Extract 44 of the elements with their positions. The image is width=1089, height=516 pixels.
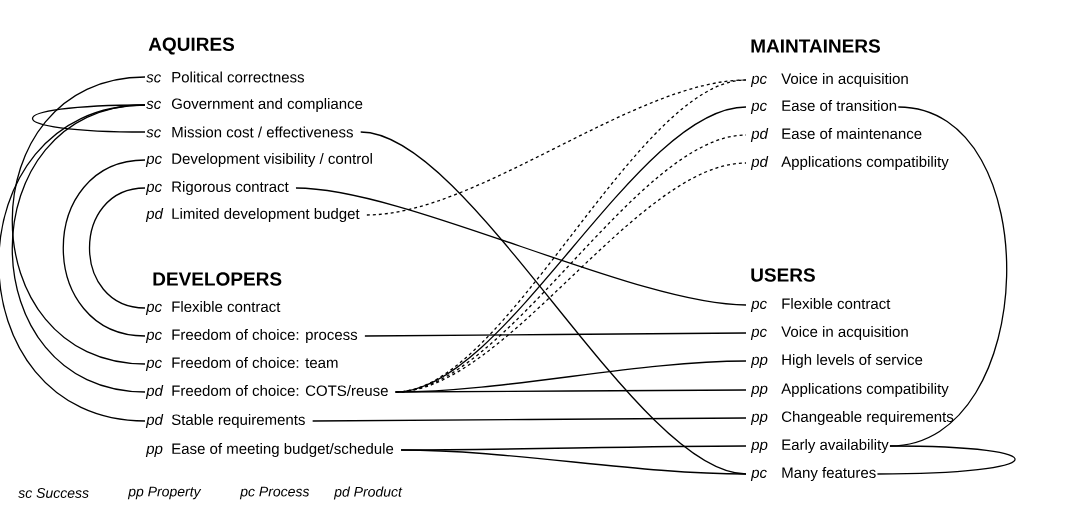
list-item: pp High levels of service bbox=[750, 354, 923, 368]
connector-line bbox=[0, 104, 146, 422]
connector-line bbox=[364, 332, 747, 337]
connector-line bbox=[31, 104, 146, 133]
connector-line bbox=[88, 187, 146, 309]
connector-line bbox=[876, 445, 1016, 475]
list-item: pd Applications compatibility bbox=[750, 156, 949, 170]
list-item: pc Many features bbox=[750, 467, 876, 481]
connector-line bbox=[312, 417, 747, 422]
connector-line bbox=[11, 76, 146, 365]
list-item: pc Voice in acquisition bbox=[750, 73, 908, 87]
list-item: pc Freedom of choice: process bbox=[145, 329, 358, 343]
list-item: sc Mission cost / effectiveness bbox=[146, 126, 353, 138]
group-heading: AQUIRES bbox=[148, 37, 234, 55]
list-item: sc Government and compliance bbox=[146, 98, 363, 112]
list-item: pp Early availability bbox=[750, 439, 889, 453]
group-heading: DEVELOPERS bbox=[153, 272, 282, 286]
list-item: pc Flexible contract bbox=[750, 298, 891, 312]
list-item: pp Changeable requirements bbox=[750, 411, 954, 425]
list-item: pc Voice in acquisition bbox=[750, 326, 908, 340]
connector-line bbox=[11, 104, 146, 393]
list-item: pd Freedom of choice: COTS/reuse bbox=[145, 385, 388, 399]
list-item: pc Rigorous contract bbox=[145, 181, 289, 195]
connector-line bbox=[366, 79, 747, 216]
list-item: pp Applications compatibility bbox=[750, 383, 949, 397]
group-heading: MAINTAINERS bbox=[751, 39, 880, 53]
list-item: pd Ease of maintenance bbox=[750, 128, 922, 142]
list-item: pd Limited development budget bbox=[145, 208, 360, 222]
legend-text: pd Product bbox=[333, 486, 403, 500]
connector-line bbox=[62, 159, 146, 337]
list-item: pc Development visibility / control bbox=[145, 153, 372, 167]
legend-text: pc Process bbox=[239, 486, 310, 500]
list-item: pp Ease of meeting budget/schedule bbox=[145, 443, 394, 457]
legend-text: pp Property bbox=[127, 486, 202, 500]
legend-text: sc Success bbox=[18, 488, 89, 498]
list-item: pc Ease of transition bbox=[750, 100, 897, 114]
list-item: pc Flexible contract bbox=[145, 301, 281, 315]
connector-line bbox=[395, 389, 747, 393]
connector-line bbox=[400, 449, 747, 475]
group-heading: USERS bbox=[751, 268, 815, 282]
connector-line bbox=[295, 187, 747, 306]
list-item: pd Stable requirements bbox=[145, 414, 305, 428]
list-item: sc Political correctness bbox=[146, 71, 304, 83]
list-item: pc Freedom of choice: team bbox=[145, 357, 338, 371]
